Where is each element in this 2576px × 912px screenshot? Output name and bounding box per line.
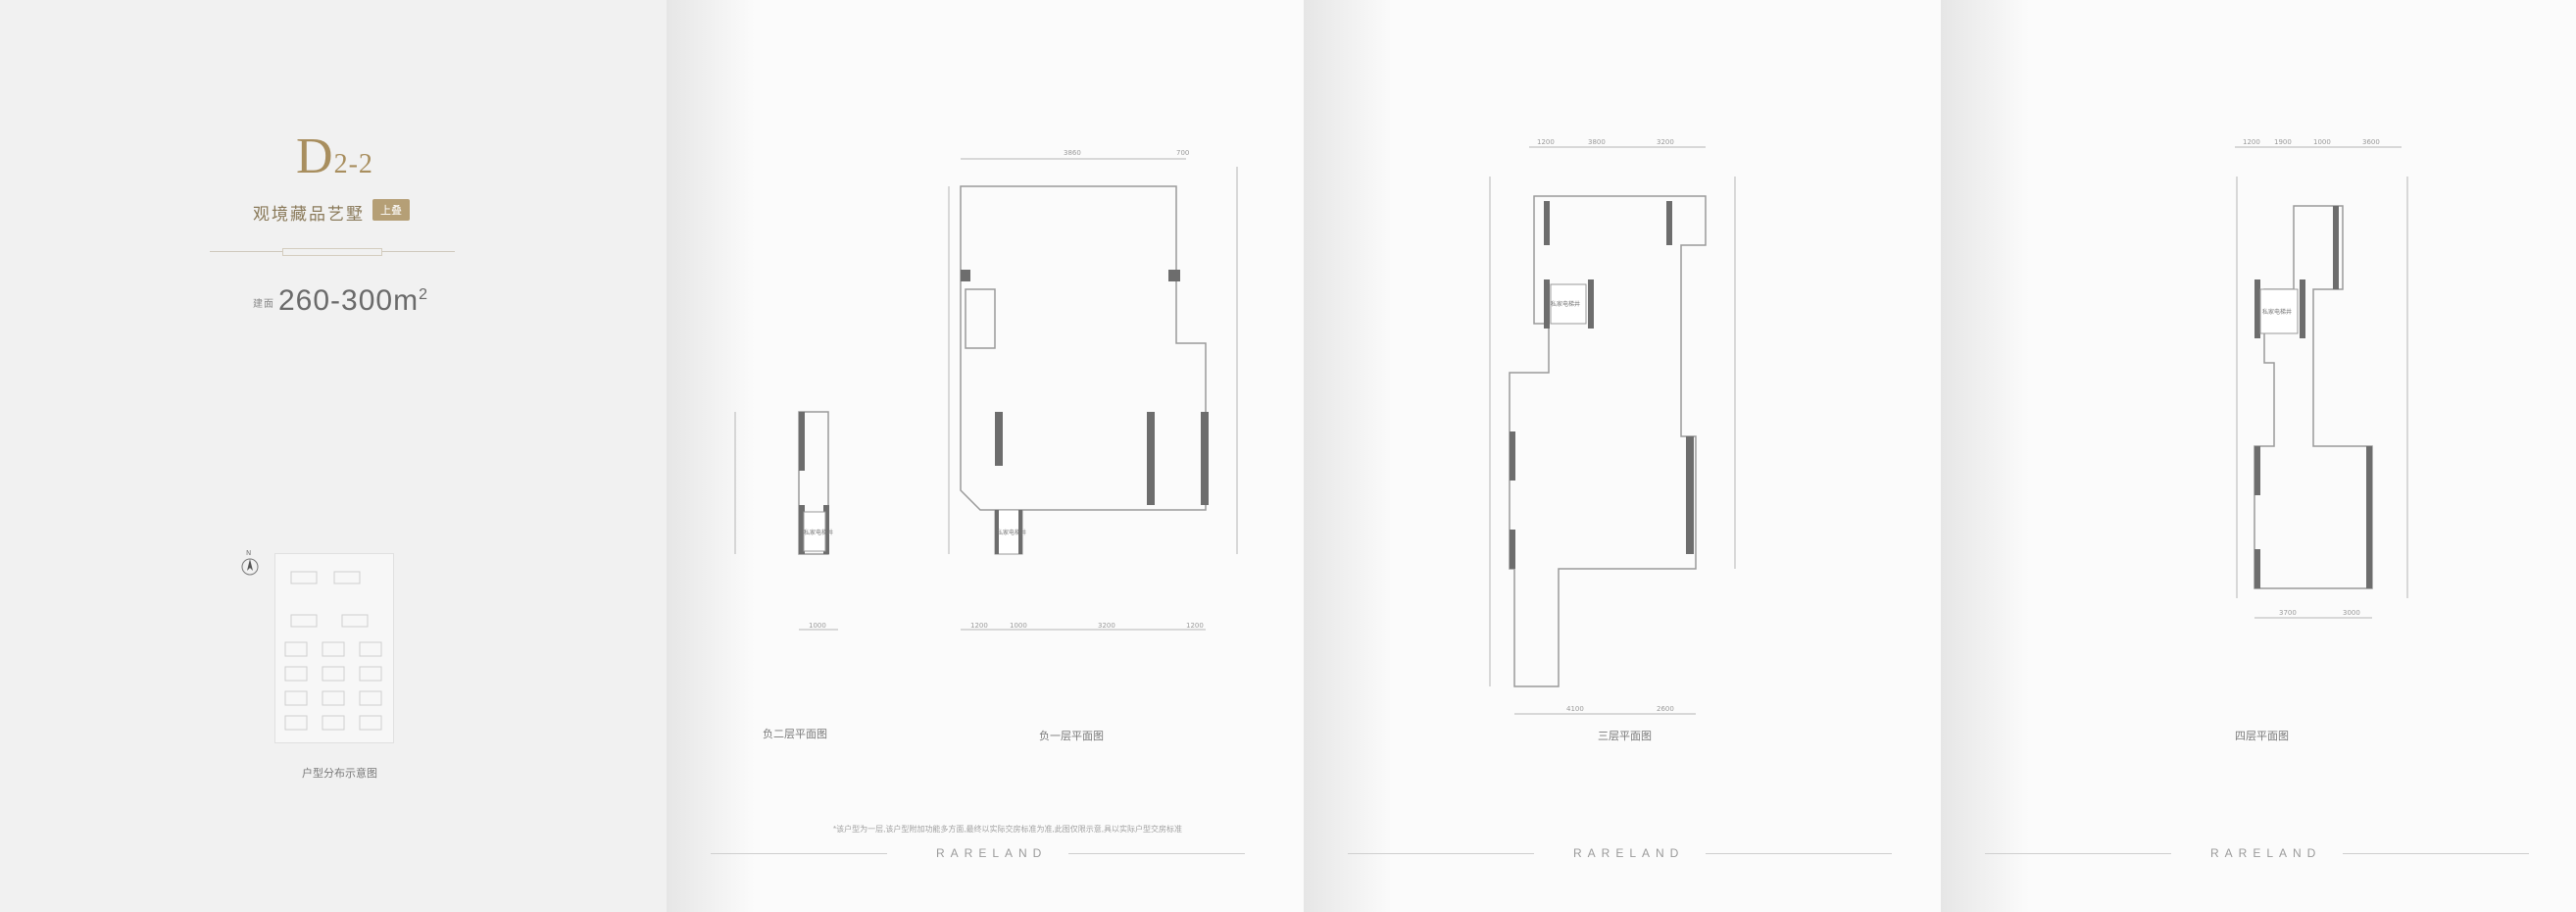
footer-line-right: [2343, 853, 2529, 854]
dim-top-1: 1200: [2243, 138, 2260, 146]
footer-line-right: [1706, 853, 1892, 854]
dim-top-2: 3800: [1588, 138, 1606, 146]
dim-top-2: 700: [1176, 149, 1189, 157]
dim-bottom-2: 1200: [970, 622, 988, 630]
dim-bottom-1: 3700: [2279, 609, 2297, 617]
elevator-label-4f: 私家电梯井: [2262, 308, 2292, 316]
disclaimer: *该户型为一层,该户型附加功能多方面,最终以实际交房标准为准,此图仅限示意,具以…: [833, 825, 1182, 834]
footer-line-left: [711, 853, 887, 854]
dim-bottom-3: 1000: [1010, 622, 1027, 630]
caption-4f: 四层平面图: [2235, 731, 2289, 742]
dim-bottom-2: 3000: [2343, 609, 2360, 617]
floor-plan-b2-b1: 3860 700 私家电梯井 私家电梯井 1000 1200 1000 3200: [667, 149, 1333, 912]
floor-plan-page-2: 1200 3800 3200 私家电梯井 4100 2600 三层平面图 RAR…: [1304, 0, 1941, 912]
page-gutter: [667, 0, 755, 912]
brand-logo: RARELAND: [1573, 846, 1685, 860]
dim-bottom-1: 4100: [1566, 705, 1584, 713]
unit-code: D2-2: [296, 127, 373, 185]
floor-plan-page-1: 3860 700 私家电梯井 私家电梯井 1000 1200 1000 3200: [667, 0, 1333, 912]
dim-top-3: 1000: [2313, 138, 2331, 146]
elevator-label-3f: 私家电梯井: [1551, 300, 1580, 308]
footer-line-left: [1985, 853, 2171, 854]
footer-line-right: [1068, 853, 1245, 854]
site-distribution-map: [274, 553, 394, 743]
dim-bottom-4: 3200: [1098, 622, 1115, 630]
page-gutter: [1941, 0, 2029, 912]
dim-top-2: 1900: [2274, 138, 2292, 146]
dim-top-1: 3860: [1064, 149, 1081, 157]
floor-plan-page-3: 1200 1900 1000 3600 私家电梯井 3700 3000 四层平面…: [1941, 0, 2576, 912]
dim-top-4: 3600: [2362, 138, 2380, 146]
caption-b2: 负二层平面图: [763, 729, 827, 740]
dim-top-1: 1200: [1537, 138, 1555, 146]
brand-logo: RARELAND: [2210, 846, 2322, 860]
site-map-caption: 户型分布示意图: [302, 768, 377, 780]
divider-ornament: [282, 248, 382, 256]
unit-name: 观境藏品艺墅: [253, 205, 365, 224]
footer-line-left: [1348, 853, 1534, 854]
unit-code-main: D: [296, 128, 334, 184]
dim-bottom-1: 1000: [809, 622, 826, 630]
unit-code-sub: 2-2: [333, 149, 373, 179]
floor-plan-3f: 1200 3800 3200 私家电梯井 4100 2600: [1304, 138, 1941, 912]
caption-3f: 三层平面图: [1598, 731, 1652, 742]
caption-b1: 负一层平面图: [1039, 731, 1104, 742]
site-map-drawing: [284, 571, 382, 731]
dim-bottom-2: 2600: [1657, 705, 1674, 713]
unit-summary-panel: D2-2 观境藏品艺墅 上叠 建面 260-300m2 N 户型分布示意图: [0, 0, 667, 912]
floor-plan-4f: 1200 1900 1000 3600 私家电梯井 3700 3000: [1941, 138, 2576, 912]
area-value: 260-300m: [278, 284, 420, 317]
area-unit-sup: 2: [419, 286, 428, 303]
area-prefix: 建面: [253, 298, 274, 310]
elevator-label-b2: 私家电梯井: [804, 529, 833, 536]
north-arrow-icon: N: [241, 549, 259, 576]
north-letter: N: [246, 549, 251, 557]
unit-type-badge: 上叠: [372, 199, 410, 221]
dim-bottom-5: 1200: [1186, 622, 1204, 630]
page-gutter: [1304, 0, 1392, 912]
area-range: 建面 260-300m2: [253, 284, 428, 318]
dim-top-3: 3200: [1657, 138, 1674, 146]
elevator-label-b1: 私家电梯井: [997, 529, 1026, 536]
brand-logo: RARELAND: [936, 846, 1048, 860]
